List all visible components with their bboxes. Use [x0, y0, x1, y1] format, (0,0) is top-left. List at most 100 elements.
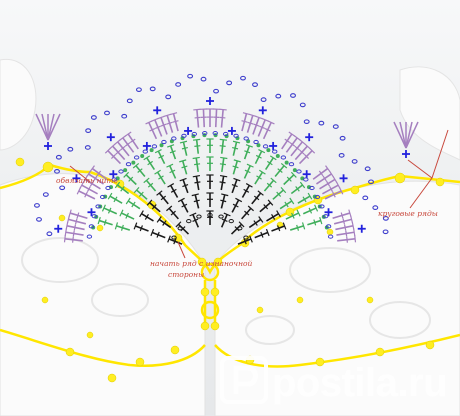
- edge-purple-stitch: [47, 113, 61, 141]
- green-stitch-top: [167, 144, 175, 148]
- blue-chain-oval: [382, 229, 389, 235]
- green-stitch: [125, 174, 137, 186]
- purple-stitch: [241, 113, 248, 132]
- blue-chain-oval: [90, 115, 97, 120]
- purple-stitch-bar: [289, 142, 296, 147]
- purple-stitch: [81, 184, 98, 195]
- green-stitch-bar: [147, 160, 153, 166]
- purple-stitch-bar: [72, 236, 74, 243]
- black-stitch: [158, 218, 172, 229]
- green-stitch-bar: [255, 154, 262, 159]
- watermark-brand: postila.ru: [272, 361, 447, 405]
- purple-stitch-bar: [73, 224, 77, 231]
- black-stitch-top: [265, 228, 270, 237]
- purple-stitch-bar: [76, 212, 80, 219]
- purple-stitch-top: [299, 139, 306, 145]
- black-stitch-top: [177, 197, 185, 203]
- green-stitch: [103, 207, 118, 215]
- blue-inner-chain: [280, 155, 287, 160]
- green-stitch-bar: [267, 160, 273, 166]
- blue-chain-oval: [332, 124, 339, 129]
- black-chain-oval: [177, 226, 183, 231]
- green-stitch: [195, 139, 200, 154]
- edge-purple-stitch: [405, 121, 419, 149]
- green-stitch-top: [107, 192, 113, 200]
- black-stitch: [241, 184, 251, 198]
- green-stitch-top: [192, 138, 201, 141]
- black-chain-oval: [171, 235, 177, 240]
- annotation-tie-thread: обвязать нить: [56, 176, 118, 185]
- purple-stitch: [202, 109, 206, 128]
- blue-inner-chain: [314, 194, 321, 200]
- purple-stitch-top: [309, 147, 316, 154]
- purple-stitch: [69, 212, 88, 220]
- purple-stitch-top: [325, 165, 331, 172]
- blue-inner-chain: [151, 144, 158, 149]
- green-stitch-bar: [169, 150, 176, 154]
- green-stitch-top: [143, 155, 151, 161]
- green-stitch-top: [119, 209, 124, 217]
- green-stitch: [156, 171, 166, 185]
- blue-chain-oval: [165, 94, 172, 100]
- blue-inner-chain: [303, 177, 309, 182]
- black-stitch: [237, 238, 252, 245]
- black-stitch-top: [189, 212, 197, 217]
- purple-stitch: [335, 225, 354, 231]
- purple-stitch-bar: [110, 153, 117, 159]
- green-stitch: [290, 184, 304, 195]
- purple-stitch-top: [89, 165, 95, 172]
- annotation-start-row-line1: начать ряд с изнаночной: [150, 259, 253, 268]
- black-stitch-top: [179, 177, 187, 182]
- purple-stitch-top: [242, 112, 251, 116]
- purple-stitch-top: [86, 170, 92, 178]
- black-stitch: [251, 192, 262, 205]
- purple-stitch: [294, 145, 308, 161]
- purple-stitch-bar: [219, 116, 226, 119]
- purple-stitch-top: [267, 120, 275, 125]
- green-stitch-top: [132, 162, 140, 169]
- blue-chain-oval: [368, 179, 374, 185]
- postila-watermark: postila.ru: [220, 356, 448, 405]
- purple-stitch-top: [261, 117, 269, 122]
- blue-chain-oval: [175, 82, 182, 87]
- green-stitch-top: [125, 197, 131, 205]
- purple-stitch-top: [104, 147, 111, 154]
- black-stitch: [169, 184, 179, 198]
- green-stitch: [289, 225, 304, 231]
- purple-stitch-top: [288, 131, 296, 137]
- blue-chain-oval: [372, 205, 379, 211]
- green-dot: [159, 143, 164, 148]
- purple-stitch-bar: [303, 153, 310, 159]
- purple-stitch-top: [335, 181, 341, 189]
- black-stitch: [220, 194, 226, 209]
- black-stitch-bar: [151, 204, 157, 210]
- purple-stitch-top: [64, 228, 67, 236]
- black-stitch-bar: [182, 184, 189, 188]
- purple-stitch-bar: [332, 191, 336, 198]
- purple-stitch-bar: [160, 123, 167, 127]
- green-stitch: [169, 165, 177, 179]
- blue-inner-chain: [91, 214, 98, 219]
- purple-stitch: [112, 145, 126, 161]
- green-stitch: [254, 171, 264, 185]
- green-stitch-top: [319, 216, 323, 225]
- green-stitch-top: [245, 144, 253, 148]
- blue-chain-oval: [59, 185, 66, 191]
- green-dot: [123, 168, 128, 173]
- purple-stitch: [107, 150, 122, 165]
- green-stitch: [232, 141, 238, 156]
- black-stitch: [194, 194, 200, 209]
- green-stitch: [136, 189, 148, 200]
- blue-chain-oval: [299, 102, 306, 108]
- blue-inner-chain: [325, 224, 332, 229]
- green-stitch: [220, 139, 225, 154]
- green-stitch: [243, 165, 251, 179]
- black-stitch: [168, 238, 183, 245]
- purple-stitch: [66, 225, 85, 231]
- blue-chain-oval: [200, 76, 207, 82]
- black-stitch-top: [257, 190, 264, 196]
- purple-stitch-bar: [166, 121, 173, 125]
- purple-stitch-bar: [318, 170, 324, 177]
- black-stitch-top: [166, 205, 173, 212]
- purple-stitch: [196, 109, 200, 128]
